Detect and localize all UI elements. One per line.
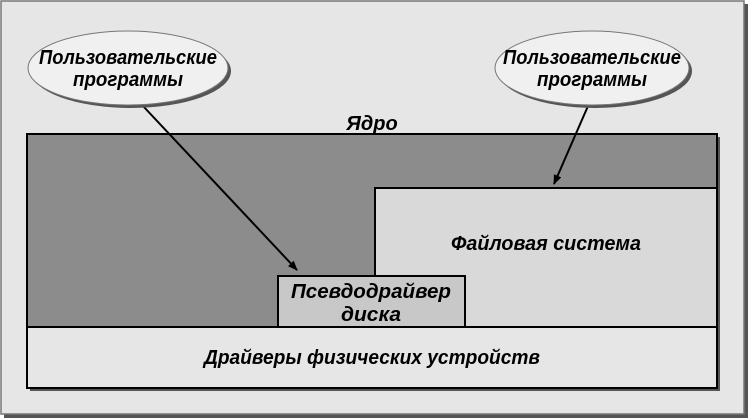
user-programs-left-line1: Пользовательские (39, 47, 217, 69)
user-programs-right-line2: программы (537, 69, 647, 91)
physical-drivers-box (26, 326, 718, 389)
kernel-label: Ядро (345, 113, 397, 135)
arrow-to-file-system (553, 105, 589, 185)
arrow-to-pseudo-driver (142, 105, 298, 271)
physical-drivers-label: Драйверы физических устройств (202, 347, 540, 369)
pseudo-driver-label-line1: Псевдодрайвер (291, 281, 451, 303)
user-programs-left-line2: программы (73, 69, 183, 91)
user-programs-right-line1: Пользовательские (503, 47, 681, 69)
file-system-label: Файловая система (451, 233, 641, 255)
pseudo-driver-label-line2: диска (341, 304, 401, 326)
user-programs-right-ellipse (494, 30, 690, 106)
user-programs-left-ellipse (27, 30, 229, 106)
